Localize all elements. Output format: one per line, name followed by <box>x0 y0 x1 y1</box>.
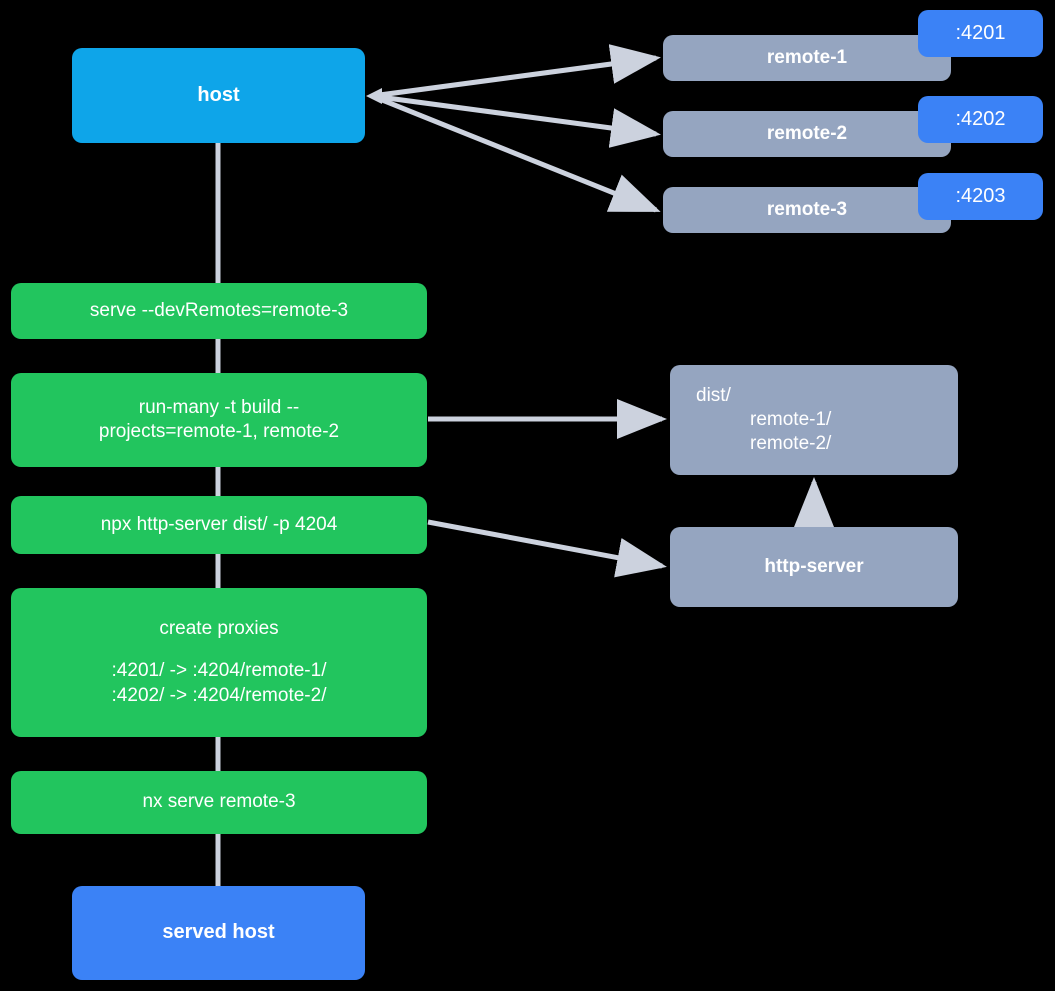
command-serve-devremotes-label: serve --devRemotes=remote-3 <box>89 299 349 321</box>
port-badge-remote-3-label: :4203 <box>955 185 1006 207</box>
node-host-label: host <box>197 83 240 106</box>
node-host[interactable]: host <box>72 48 365 143</box>
command-create-proxies-title: create proxies <box>159 618 279 640</box>
node-command-serve-devremotes[interactable]: serve --devRemotes=remote-3 <box>11 283 427 339</box>
node-dist-folder[interactable]: dist/ remote-1/ remote-2/ <box>670 365 958 475</box>
port-badge-remote-2-label: :4202 <box>955 108 1006 130</box>
node-remote-2-label: remote-2 <box>766 122 848 144</box>
dist-child-remote-2-label: remote-2/ <box>750 433 832 455</box>
port-badge-remote-1-label: :4201 <box>955 22 1006 44</box>
node-command-npx-http-server[interactable]: npx http-server dist/ -p 4204 <box>11 496 427 554</box>
node-served-host[interactable]: served host <box>72 886 365 980</box>
edge-host-to-remote-3 <box>371 93 661 213</box>
node-remote-3-label: remote-3 <box>766 198 848 220</box>
node-remote-1-label: remote-1 <box>766 46 848 68</box>
node-http-server-label: http-server <box>764 555 864 577</box>
edge-npx-to-httpserver <box>427 519 667 578</box>
port-badge-remote-3[interactable]: :4203 <box>918 173 1043 220</box>
node-remote-3[interactable]: remote-3 <box>663 187 951 233</box>
dist-root-label: dist/ <box>696 384 731 406</box>
edge-host-to-remote-2 <box>371 93 661 148</box>
command-create-proxies-rule-2: :4202/ -> :4204/remote-2/ <box>111 684 327 706</box>
node-http-server[interactable]: http-server <box>670 527 958 607</box>
edge-host-to-remote-1 <box>371 44 661 99</box>
node-remote-2[interactable]: remote-2 <box>663 111 951 157</box>
command-run-many-line-1: run-many -t build -- <box>138 396 300 418</box>
command-run-many-line-2: projects=remote-1, remote-2 <box>98 421 340 442</box>
command-npx-http-server-label: npx http-server dist/ -p 4204 <box>100 513 338 535</box>
node-remote-1[interactable]: remote-1 <box>663 35 951 81</box>
node-command-nx-serve-remote-3[interactable]: nx serve remote-3 <box>11 771 427 834</box>
port-badge-remote-1[interactable]: :4201 <box>918 10 1043 57</box>
node-command-run-many[interactable]: run-many -t build -- projects=remote-1, … <box>11 373 427 467</box>
port-badge-remote-2[interactable]: :4202 <box>918 96 1043 143</box>
command-create-proxies-rule-1: :4201/ -> :4204/remote-1/ <box>111 660 327 682</box>
edge-remote-back-to-host-arrowhead <box>366 88 382 104</box>
node-command-create-proxies[interactable]: create proxies :4201/ -> :4204/remote-1/… <box>11 588 427 737</box>
command-nx-serve-remote-3-label: nx serve remote-3 <box>142 791 296 813</box>
dist-child-remote-1-label: remote-1/ <box>750 408 832 430</box>
node-served-host-label: served host <box>162 921 275 944</box>
